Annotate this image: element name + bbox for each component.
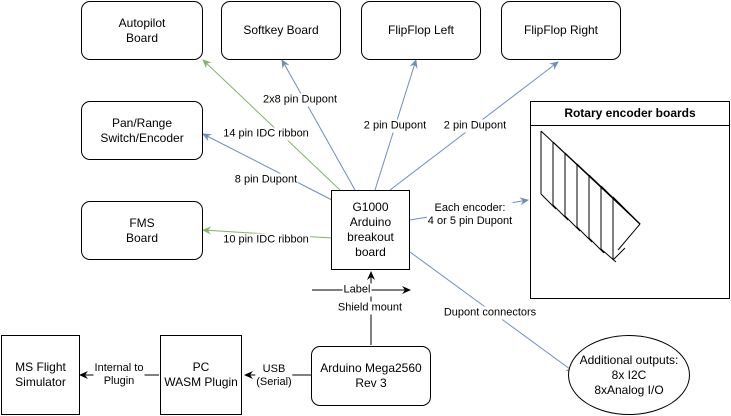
fms-board-node: FMS Board bbox=[81, 201, 203, 260]
legend-label: Label bbox=[342, 283, 372, 297]
softkey-board-node: Softkey Board bbox=[221, 1, 341, 60]
edge-g1000-softkey bbox=[281, 59, 356, 191]
panrange-node: Pan/Range Switch/Encoder bbox=[81, 101, 203, 160]
edge-g1000-autopilot bbox=[202, 59, 341, 191]
flipflop-right-node: FlipFlop Right bbox=[501, 1, 621, 60]
edge-label-fms: 10 pin IDC ribbon bbox=[222, 233, 310, 247]
edge-label-shield-mount: Shield mount bbox=[336, 301, 404, 315]
g1000-breakout-node: G1000 Arduino breakout board bbox=[331, 190, 410, 270]
additional-outputs-node: Additional outputs: 8x I2C 8xAnalog I/O bbox=[568, 335, 690, 415]
edge-label-additional: Dupont connectors bbox=[442, 306, 538, 320]
rotary-encoder-boards-node: Rotary encoder boards bbox=[530, 101, 730, 299]
flipflop-left-node: FlipFlop Left bbox=[361, 1, 481, 60]
ms-flight-simulator-node: MS Flight Simulator bbox=[1, 335, 80, 415]
edge-g1000-panrange bbox=[202, 133, 333, 201]
autopilot-board-node: Autopilot Board bbox=[81, 1, 203, 60]
rotary-encoder-stack-icon bbox=[540, 130, 641, 263]
edge-label-usb: USB (Serial) bbox=[255, 363, 293, 389]
edge-label-internal: Internal to Plugin bbox=[93, 362, 145, 388]
edge-label-panrange: 14 pin IDC ribbon bbox=[222, 127, 310, 141]
edge-label-panrange-2: 8 pin Dupont bbox=[233, 173, 299, 187]
arduino-mega-node: Arduino Mega2560 Rev 3 bbox=[311, 346, 431, 406]
edge-label-flipflop-left: 2 pin Dupont bbox=[362, 119, 428, 133]
edge-label-flipflop-right: 2 pin Dupont bbox=[442, 119, 508, 133]
rotary-encoder-title: Rotary encoder boards bbox=[531, 102, 729, 126]
pc-wasm-plugin-node: PC WASM Plugin bbox=[160, 335, 242, 415]
edge-label-rotary: Each encoder: 4 or 5 pin Dupont bbox=[426, 202, 514, 228]
edge-label-softkey: 2x8 pin Dupont bbox=[262, 93, 338, 107]
